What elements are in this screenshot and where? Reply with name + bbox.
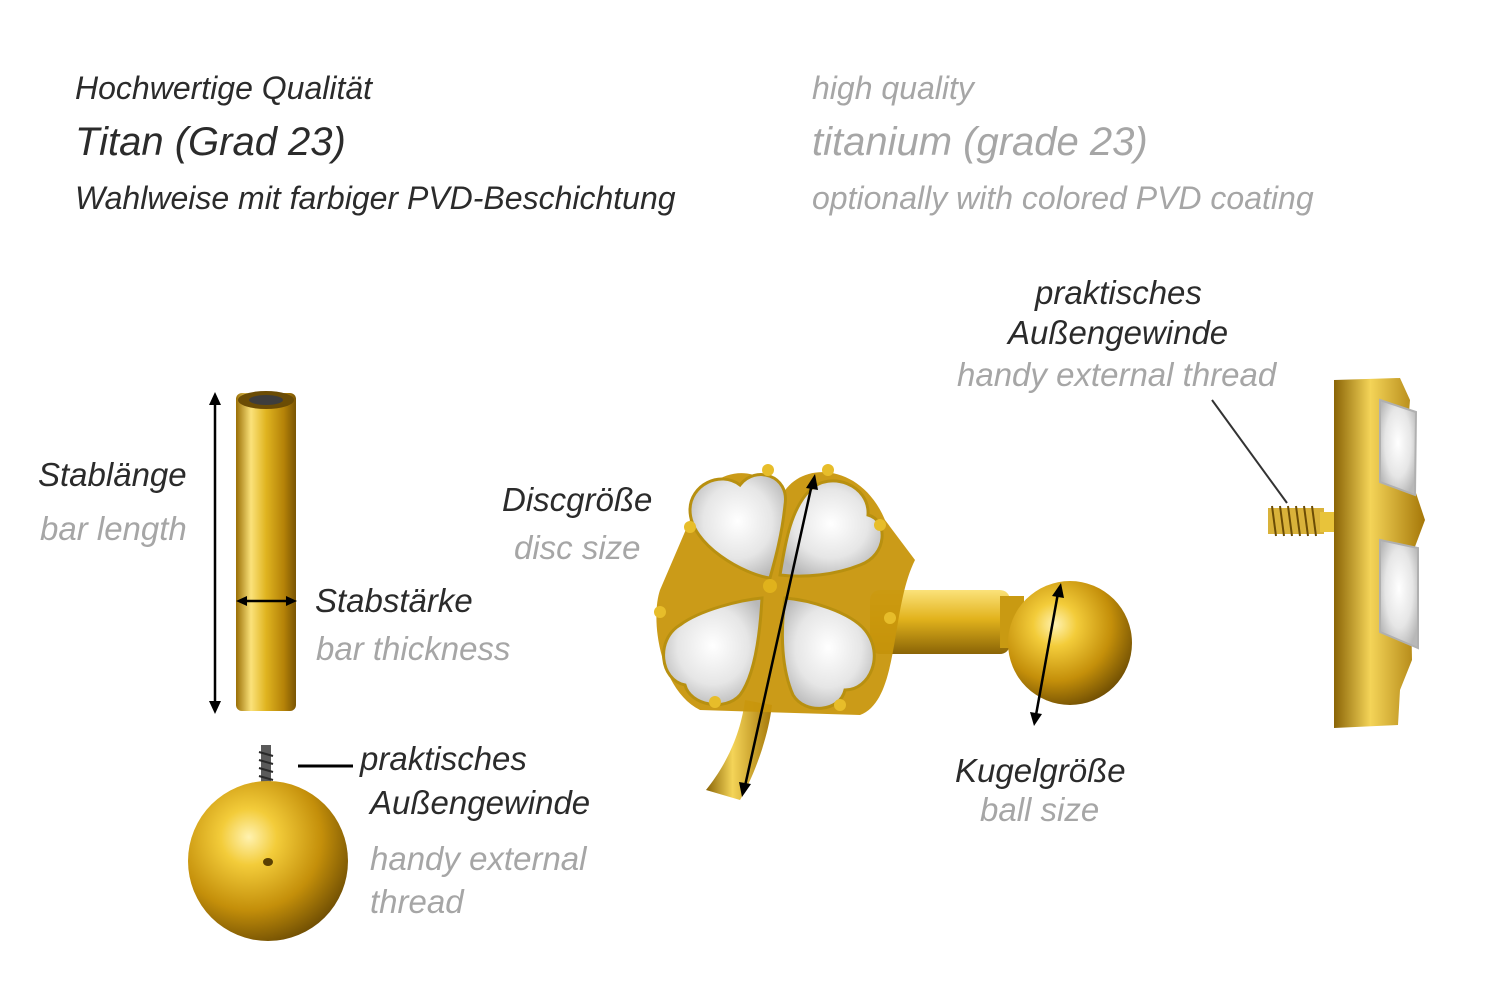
clover-stud	[654, 464, 1132, 800]
thread-left-label-de-1: praktisches	[360, 740, 527, 777]
bar-body	[236, 393, 296, 711]
ball-size-label-de: Kugelgröße	[955, 752, 1126, 789]
gem-top-right	[778, 479, 884, 578]
side-view-top	[1268, 378, 1425, 728]
stud-bar	[870, 590, 1010, 654]
thread-pointer-right	[1211, 399, 1288, 504]
thread-right-label-de-2: Außengewinde	[1008, 314, 1229, 351]
header-quality-de: Hochwertige Qualität	[75, 70, 373, 106]
ball-thread	[261, 745, 271, 800]
header-quality-en: high quality	[812, 70, 974, 106]
disc-size-label-de: Discgröße	[502, 481, 653, 518]
ball-part	[188, 745, 348, 941]
thread-left-label-de-2: Außengewinde	[370, 784, 591, 821]
header-coating-de: Wahlweise mit farbiger PVD-Beschichtung	[75, 180, 676, 216]
gem-top-left	[688, 473, 787, 580]
bar-part	[236, 391, 296, 711]
ball-size-label-en: ball size	[980, 791, 1100, 828]
thread-left-label-en-1: handy external	[370, 840, 587, 877]
header-material-en: titanium (grade 23)	[812, 120, 1148, 164]
thread-right-label-en: handy external thread	[957, 356, 1277, 393]
header-material-de: Titan (Grad 23)	[75, 120, 346, 164]
bar-thickness-label-en: bar thickness	[316, 630, 511, 667]
bar-thickness-arrow	[236, 596, 297, 606]
bar-thickness-label-de: Stabstärke	[315, 582, 473, 619]
bar-length-label-en: bar length	[40, 510, 187, 547]
stud-ball	[1008, 581, 1132, 705]
side-gem-lower	[1379, 538, 1419, 650]
thread-right-label-de-1: praktisches	[1035, 274, 1202, 311]
clover-stem	[706, 700, 772, 800]
thread-left-label-en-2: thread	[370, 883, 464, 920]
bar-length-label-de: Stablänge	[38, 456, 187, 493]
ball-size-arrow	[1030, 583, 1064, 726]
gem-bottom-right	[780, 596, 876, 710]
disc-size-arrow	[739, 474, 818, 797]
header-coating-en: optionally with colored PVD coating	[812, 180, 1314, 216]
bar-thread-hole	[249, 395, 283, 405]
disc-size-label-en: disc size	[514, 529, 641, 566]
bar-length-arrow	[209, 392, 221, 714]
side-gem-upper	[1379, 398, 1418, 497]
gem-bottom-left	[662, 596, 764, 706]
